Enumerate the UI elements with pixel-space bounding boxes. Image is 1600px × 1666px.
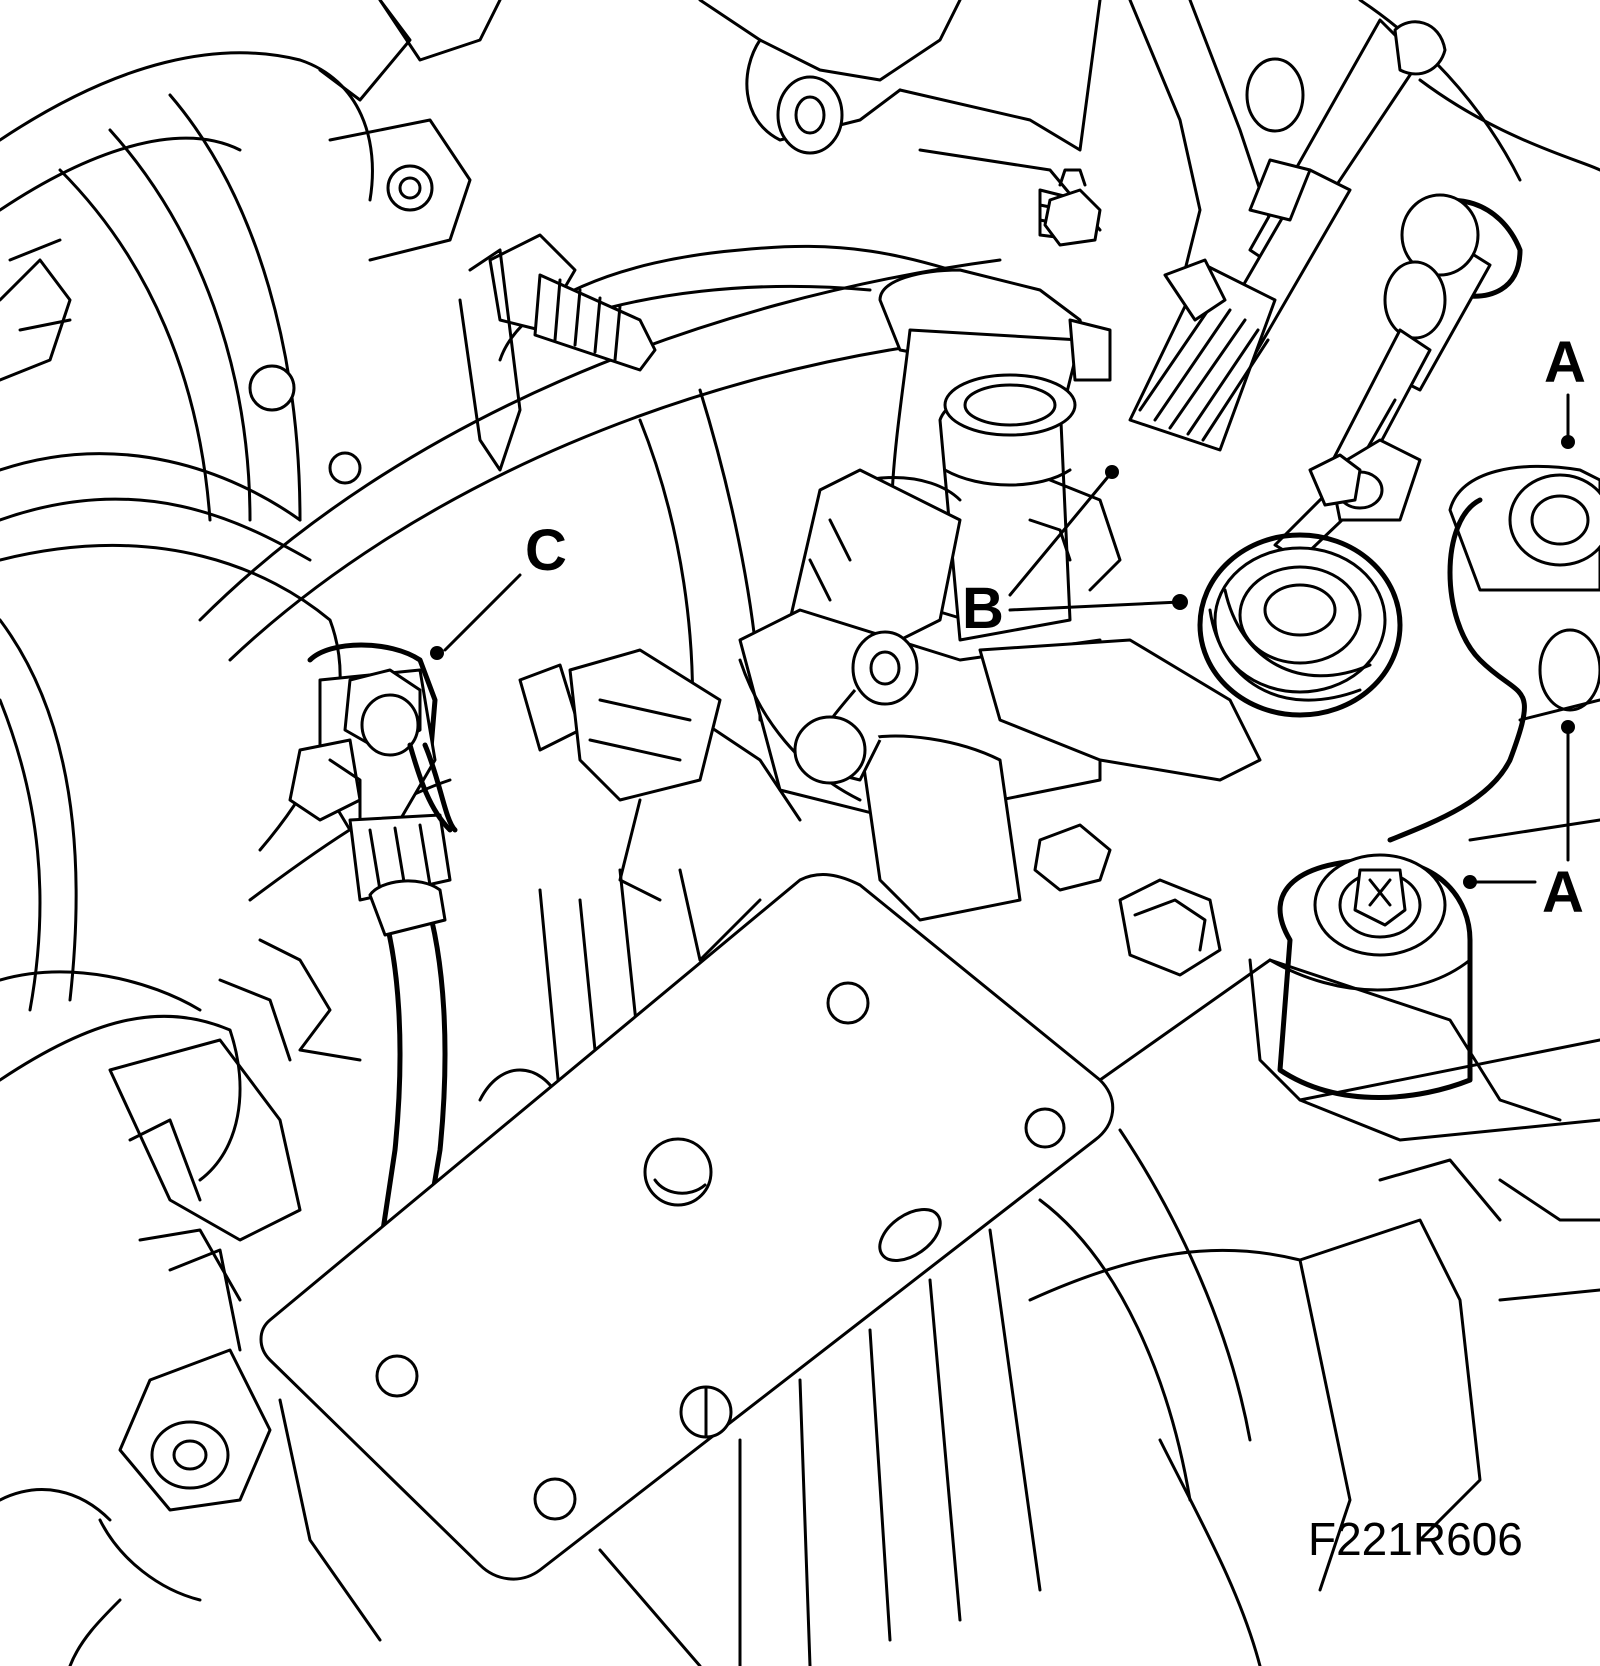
callout-label-a-top: A xyxy=(1544,330,1586,395)
callout-label-b: B xyxy=(962,576,1004,641)
threaded-stud xyxy=(458,233,657,472)
lower-left-bracket xyxy=(0,1248,272,1666)
callout-label-c: C xyxy=(525,518,567,583)
cover-plate xyxy=(259,873,1115,1581)
lower-housing xyxy=(278,958,1600,1666)
callout-a-top-dot xyxy=(1561,435,1575,449)
hex-bolts xyxy=(1033,168,1362,977)
upper-bracket xyxy=(698,0,1102,242)
figure-code: F221R606 xyxy=(1308,1513,1523,1565)
callout-c-dot xyxy=(430,646,444,660)
hydraulic-fitting xyxy=(518,648,722,902)
callout-label-a-bottom: A xyxy=(1542,860,1584,925)
mounting-bracket xyxy=(1248,438,1600,1142)
position-sensor xyxy=(218,642,458,1253)
callout-leaders xyxy=(430,393,1575,889)
shift-actuator xyxy=(698,268,1403,922)
gear-shift-cables xyxy=(1128,0,1600,562)
engine-housing xyxy=(0,0,502,1182)
